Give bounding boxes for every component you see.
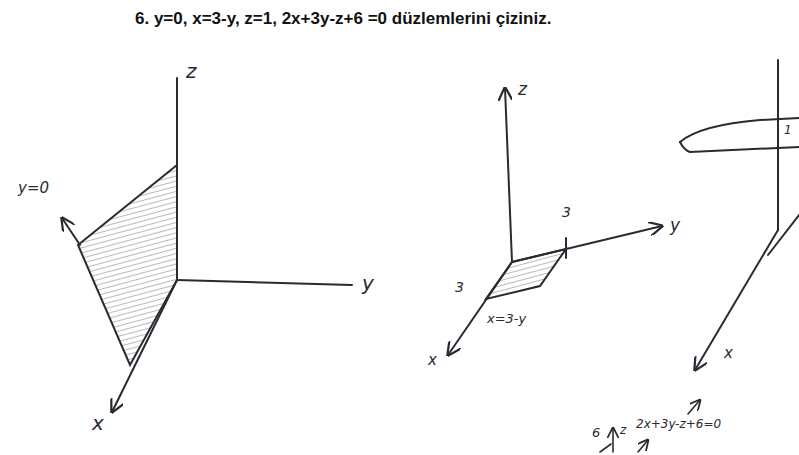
z-axis [505,88,512,262]
axis-label: 3 [562,205,571,220]
pointer-arrow [62,218,80,245]
x-axis [112,280,177,412]
axis-label: x [92,412,104,434]
axis-label: 6 [592,426,600,440]
axis-label: y [362,272,374,294]
z-axis [176,78,178,280]
axis-label: x=3-y [487,312,526,326]
y-axis [177,280,352,285]
z-axis [777,60,779,230]
axis-label: x [724,345,733,362]
pointer-arrow [688,400,700,414]
z-axis [612,428,614,452]
axis-label: 2x+3y-z+6=0 [636,418,721,431]
axis-label: x [428,352,437,369]
axis-label: z [518,80,527,99]
x-axis [448,262,512,355]
axis-label: y=0 [18,180,49,197]
x-axis [695,230,778,370]
heading: 6. y=0, x=3-y, z=1, 2x+3y-z+6 =0 düzleml… [135,10,551,29]
sketch-arrow [638,440,648,452]
plane-x3y [486,249,566,299]
axis-label: 1 [784,124,792,137]
plane-y0 [78,165,177,365]
axis-label: z [186,60,197,82]
sketch-stroke [600,444,611,452]
plane-z1 [680,118,799,142]
axis-label: y [670,216,680,235]
axis-label: 3 [455,280,464,295]
y-axis [512,226,662,262]
y-axis [768,215,799,255]
plane-z1 [680,142,799,152]
axis-label: z [620,424,626,437]
tick-mark [565,238,567,258]
